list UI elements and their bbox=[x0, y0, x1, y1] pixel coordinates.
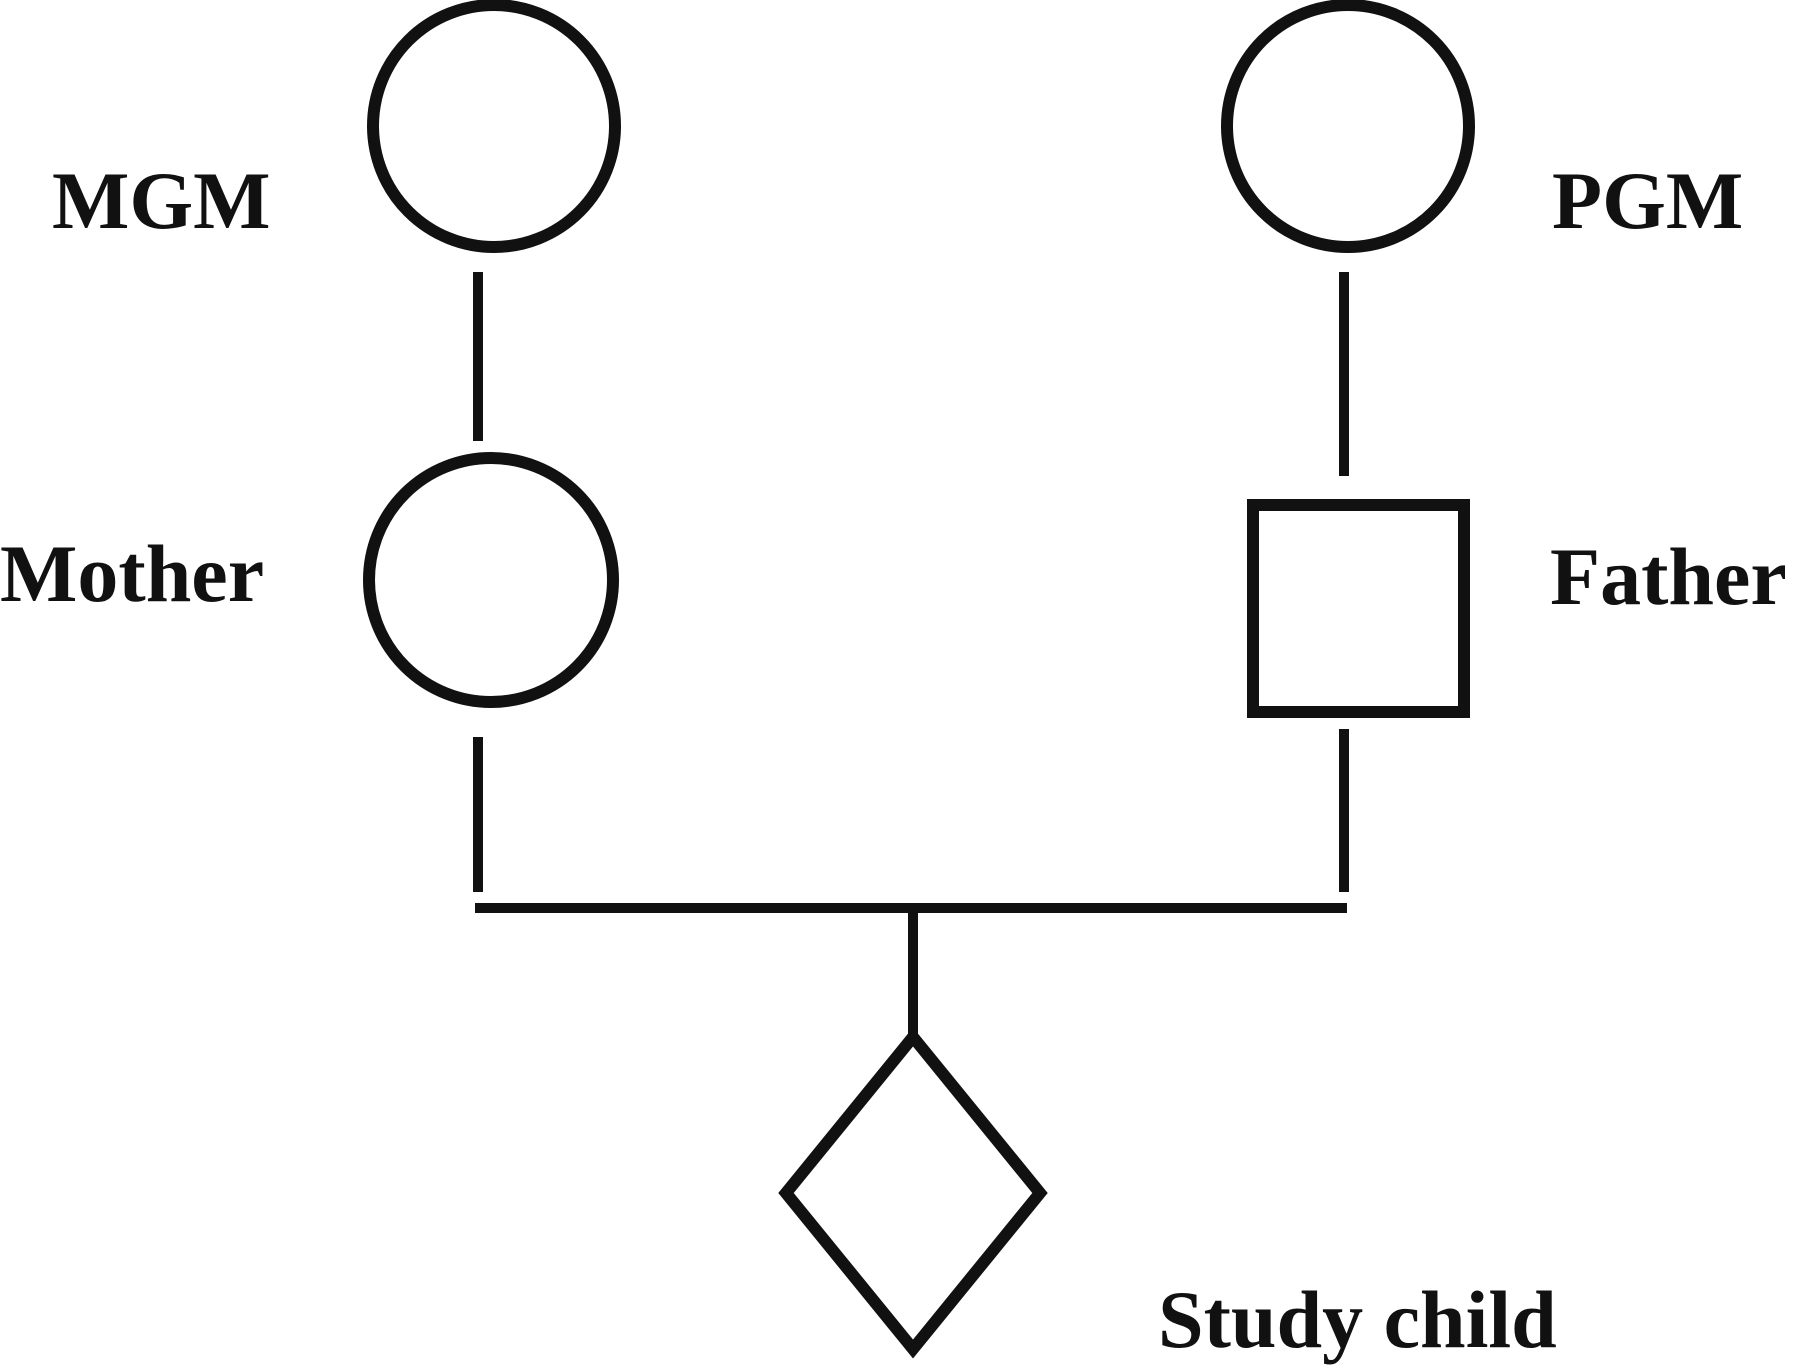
mother-label: Mother bbox=[0, 528, 264, 619]
pgm-label: PGM bbox=[1552, 155, 1743, 246]
study-child-label: Study child bbox=[1158, 1274, 1557, 1365]
mother-symbol-female bbox=[363, 452, 619, 708]
study-child-symbol-unknown-sex bbox=[778, 1027, 1048, 1359]
mgm-label: MGM bbox=[52, 155, 271, 246]
pgm-symbol-female bbox=[1221, 0, 1475, 253]
father-symbol-male bbox=[1247, 499, 1470, 718]
mgm-symbol-female bbox=[367, 0, 621, 253]
father-label: Father bbox=[1550, 531, 1787, 622]
